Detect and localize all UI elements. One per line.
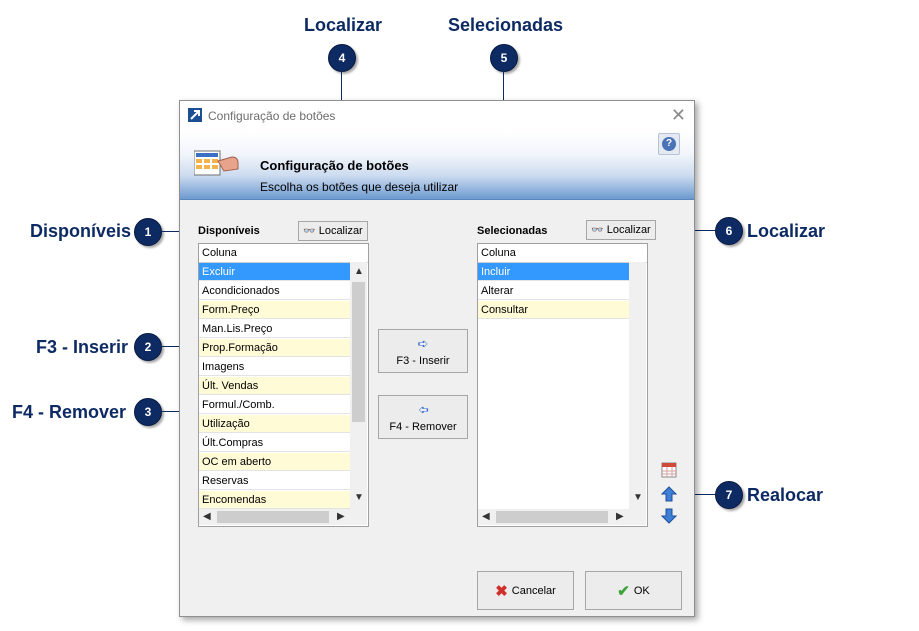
scroll-down-icon[interactable]: ▼ xyxy=(354,492,364,503)
annotation-label-localizar-top: Localizar xyxy=(304,15,383,35)
cancel-x-icon: ✖ xyxy=(495,582,508,600)
arrow-right-icon: ➪ xyxy=(417,335,429,351)
hscroll-thumb[interactable] xyxy=(217,511,329,523)
annotation-line-7 xyxy=(683,494,715,495)
list-item[interactable]: Man.Lis.Preço xyxy=(199,320,350,338)
insert-button[interactable]: ➪ F3 - Inserir xyxy=(378,329,468,373)
banner-subtitle: Escolha os botões que deseja utilizar xyxy=(260,180,459,194)
help-glyph: ? xyxy=(662,137,676,151)
available-hscroll[interactable]: ◀ ▶ xyxy=(199,509,367,525)
scroll-right-icon[interactable]: ▶ xyxy=(337,511,345,522)
ok-button[interactable]: ✔ OK xyxy=(585,571,682,610)
binoculars-icon: 👓 xyxy=(303,225,316,237)
config-dialog: Configuração de botões ✕ Configuração de… xyxy=(179,100,695,617)
list-item[interactable]: Prop.Formação xyxy=(199,339,350,357)
move-up-icon[interactable] xyxy=(660,486,678,502)
move-down-icon[interactable] xyxy=(660,508,678,524)
remove-button[interactable]: ➪ F4 - Remover xyxy=(378,395,468,439)
selected-find-label: Localizar xyxy=(606,224,651,236)
list-item[interactable]: Reservas xyxy=(199,472,350,490)
annotation-badge-7: 7 xyxy=(715,481,743,509)
available-label: Disponíveis xyxy=(198,225,260,237)
selected-vscroll[interactable]: ▼ xyxy=(629,262,646,509)
annotation-badge-3: 3 xyxy=(134,398,162,426)
buttons-config-icon xyxy=(193,147,240,179)
scroll-right-icon[interactable]: ▶ xyxy=(616,511,624,522)
list-item[interactable]: Consultar xyxy=(478,301,629,319)
annotation-badge-4: 4 xyxy=(328,44,356,72)
annotation-badge-6: 6 xyxy=(715,217,743,245)
scroll-left-icon[interactable]: ◀ xyxy=(482,511,490,522)
annotation-label-selecionadas-top: Selecionadas xyxy=(448,15,564,35)
grid-settings-icon[interactable] xyxy=(661,462,677,478)
list-item[interactable]: Utilização xyxy=(199,415,350,433)
selected-find-button[interactable]: 👓 Localizar xyxy=(586,220,656,240)
available-find-label: Localizar xyxy=(318,225,363,237)
list-item[interactable]: Alterar xyxy=(478,282,629,300)
annotation-badge-1: 1 xyxy=(134,218,162,246)
list-item[interactable]: OC em aberto xyxy=(199,453,350,471)
annotation-badge-2: 2 xyxy=(134,333,162,361)
selected-column-header: Coluna xyxy=(478,244,647,263)
list-item[interactable]: Formul./Comb. xyxy=(199,396,350,414)
annotation-badge-5: 5 xyxy=(490,44,518,72)
list-item[interactable]: Últ. Vendas xyxy=(199,377,350,395)
list-item[interactable]: Incluir xyxy=(478,263,629,281)
title-bar: Configuração de botões ✕ xyxy=(180,101,694,131)
list-item[interactable]: Últ.Compras xyxy=(199,434,350,452)
header-banner: Configuração de botões Escolha os botões… xyxy=(180,131,694,200)
cancel-label: Cancelar xyxy=(511,584,556,597)
selected-hscroll[interactable]: ◀ ▶ xyxy=(478,509,646,525)
list-item[interactable]: Imagens xyxy=(199,358,350,376)
scroll-up-icon[interactable]: ▲ xyxy=(354,266,364,277)
scroll-left-icon[interactable]: ◀ xyxy=(203,511,211,522)
list-item[interactable]: Excluir xyxy=(199,263,350,281)
annotation-label-localizar-right: Localizar xyxy=(747,221,826,241)
window-title: Configuração de botões xyxy=(208,109,336,123)
available-vscroll[interactable]: ▲ ▼ xyxy=(350,262,367,509)
available-find-button[interactable]: 👓 Localizar xyxy=(298,221,368,241)
banner-title: Configuração de botões xyxy=(260,158,409,173)
list-item[interactable]: Acondicionados xyxy=(199,282,350,300)
scroll-down-icon[interactable]: ▼ xyxy=(633,492,643,503)
annotation-label-f3: F3 - Inserir xyxy=(36,337,129,357)
selected-label: Selecionadas xyxy=(477,225,548,237)
arrow-left-icon: ➪ xyxy=(417,401,429,417)
remove-label: F4 - Remover xyxy=(389,420,457,433)
list-item[interactable]: Encomendas xyxy=(199,491,350,509)
scroll-thumb[interactable] xyxy=(352,282,365,422)
app-icon xyxy=(188,108,202,122)
annotation-label-realocar: Realocar xyxy=(747,485,824,505)
checkmark-icon: ✔ xyxy=(617,582,630,600)
annotation-label-f4: F4 - Remover xyxy=(12,402,127,422)
available-column-header: Coluna xyxy=(199,244,368,263)
insert-label: F3 - Inserir xyxy=(396,354,450,367)
list-item[interactable]: Form.Preço xyxy=(199,301,350,319)
binoculars-icon: 👓 xyxy=(591,224,604,236)
ok-label: OK xyxy=(633,584,650,597)
help-icon[interactable]: ? xyxy=(658,133,680,155)
annotation-label-disponiveis: Disponíveis xyxy=(30,221,132,241)
hscroll-thumb[interactable] xyxy=(496,511,608,523)
close-icon[interactable]: ✕ xyxy=(670,105,686,125)
cancel-button[interactable]: ✖ Cancelar xyxy=(477,571,574,610)
